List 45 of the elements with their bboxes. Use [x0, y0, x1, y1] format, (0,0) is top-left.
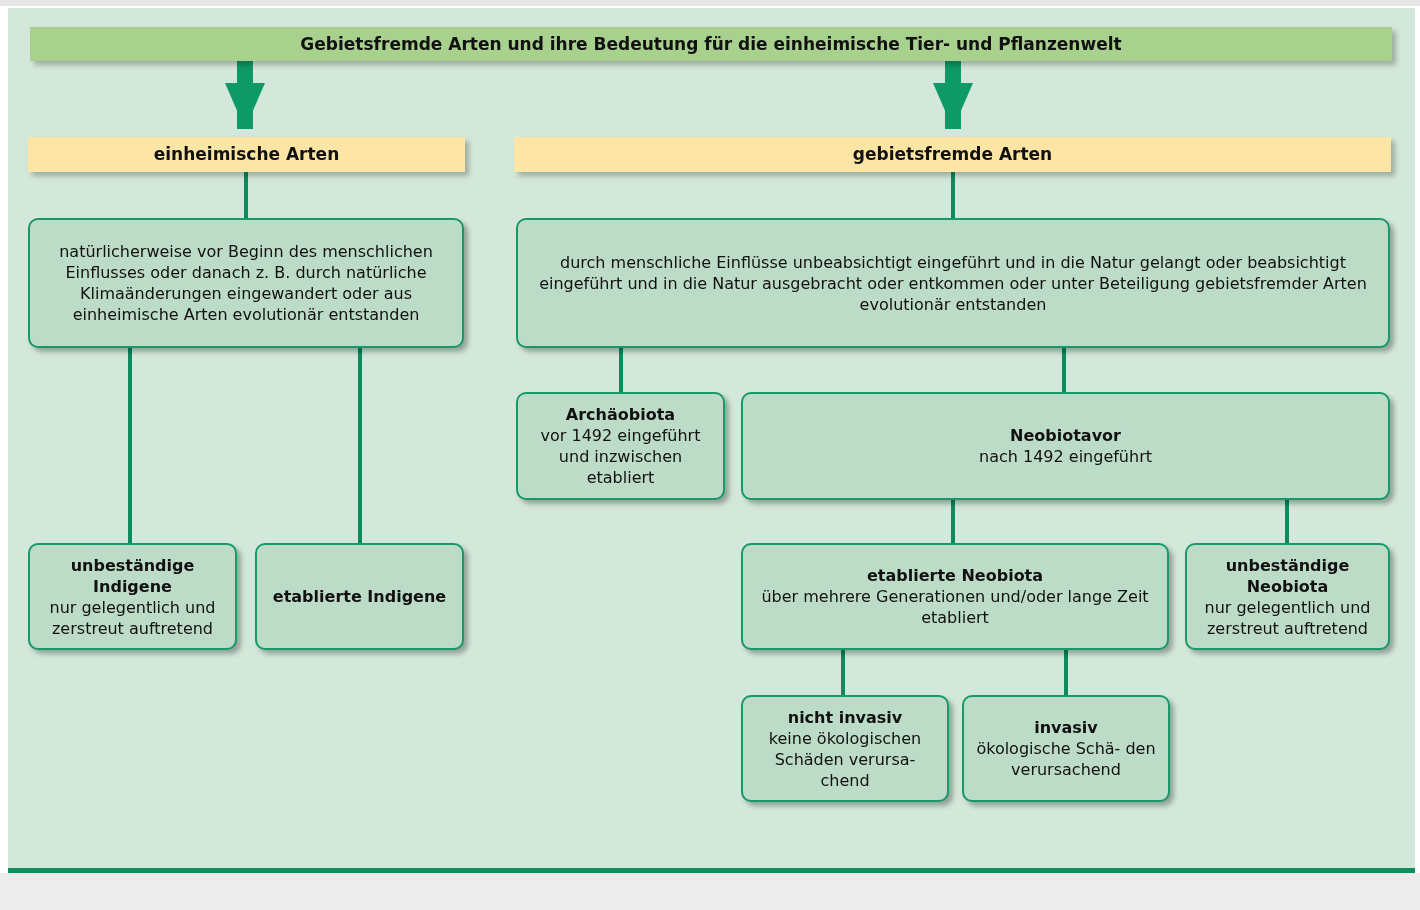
box-heading: Neobiotavor	[1010, 425, 1121, 446]
category-box	[1185, 543, 1390, 650]
box-heading: invasiv	[1034, 717, 1098, 738]
connector-line	[244, 172, 248, 218]
box-text: nur gelegentlich und zerstreut auftretend	[48, 596, 217, 639]
heading-text: einheimische Arten	[153, 144, 340, 165]
box-heading: etablierte Indigene	[272, 586, 447, 607]
box-heading: unbeständige Indigene	[69, 554, 196, 597]
category-box	[741, 543, 1169, 650]
box-heading: etablierte Neobiota	[866, 565, 1044, 586]
arrow	[225, 61, 265, 129]
category-box	[516, 392, 725, 500]
heading-text: Gebietsfremde Arten und ihre Bedeutung für die einheimische Tier- und Pflanzenwelt	[300, 33, 1122, 55]
box-text: nur gelegentlich und zerstreut auftretend	[1203, 596, 1372, 639]
connector-line	[1062, 348, 1066, 392]
category-box	[741, 695, 949, 802]
category-header	[28, 137, 465, 172]
category-box	[741, 392, 1390, 500]
description-box	[516, 218, 1390, 348]
box-text: nach 1492 eingeführt	[979, 446, 1152, 467]
arrow	[933, 61, 973, 129]
box-text: über mehrere Generationen und/oder lange Zeit etabliert	[760, 586, 1150, 628]
box-heading: unbeständige Neobiota	[1224, 554, 1351, 597]
description-box	[28, 218, 464, 348]
box-heading: nicht invasiv	[787, 706, 903, 728]
box-heading: Archäobiota	[565, 404, 676, 425]
connector-line	[841, 650, 845, 695]
box-text: vor 1492 eingeführt und inzwischen etabliert	[539, 425, 702, 488]
connector-line	[1285, 500, 1289, 543]
connector-line	[619, 348, 623, 392]
connector-line	[128, 348, 132, 543]
category-box	[962, 695, 1170, 802]
box-text: keine ökologischen Schäden verursa- chend	[767, 727, 923, 791]
box-text: durch menschliche Einflüsse unbeabsichtigt eingeführt und in die Natur gelangt oder beabsichtigt eingeführt und in die Natur ausgebracht oder entkommen oder unter Beteiligung gebietsfremder Arten evolutionär entstanden	[538, 251, 1368, 315]
title-bar	[30, 27, 1392, 61]
connector-line	[1064, 650, 1068, 695]
heading-text: gebietsfremde Arten	[852, 144, 1053, 165]
connector-line	[951, 500, 955, 543]
box-text: ökologische Schä- den verursachend	[975, 738, 1157, 780]
connector-line	[951, 172, 955, 218]
box-text: natürlicherweise vor Beginn des menschlichen Einflusses oder danach z. B. durch natürliche Klimaänderungen eingewandert oder aus einheimische Arten evolutionär entstanden	[58, 241, 434, 325]
category-box	[28, 543, 237, 650]
category-box	[255, 543, 464, 650]
connector-line	[358, 348, 362, 543]
category-header	[514, 137, 1391, 172]
